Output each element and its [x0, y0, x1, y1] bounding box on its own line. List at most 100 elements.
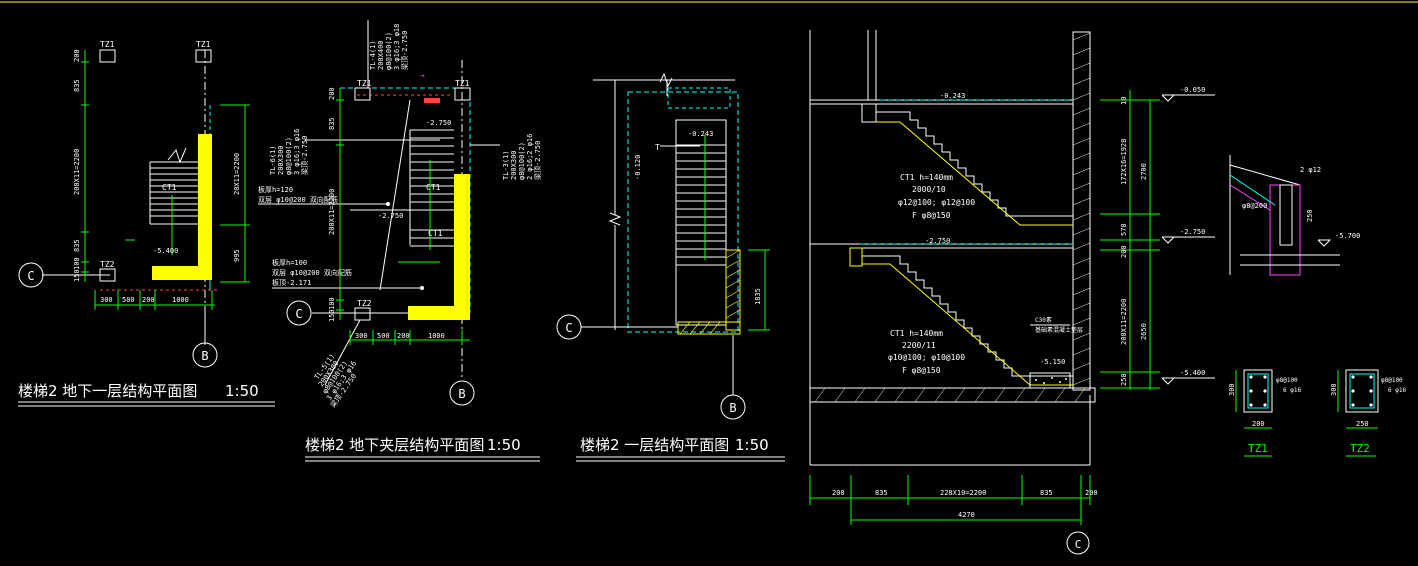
detail-beam: [1269, 184, 1301, 276]
dim-left-1: 835: [73, 79, 81, 92]
beam-right-4: 梁顶-2.750: [533, 141, 542, 180]
upper-flight-0: CT1 h=140mm: [900, 173, 953, 182]
tz1-dim-1: 300: [1228, 383, 1236, 396]
svg-text:→: →: [420, 71, 425, 80]
note-1: 基础素混凝土垫层: [1035, 326, 1083, 334]
upper-flight-2: φ12@100; φ12@100: [898, 198, 975, 207]
beam-top-1: 200X400: [377, 40, 385, 70]
dim-left-5: 150: [73, 269, 81, 282]
detail-label-2: 250: [1306, 209, 1314, 222]
sec-dim-0: 10: [1120, 97, 1128, 105]
lower-flight-1: 2200/11: [902, 341, 936, 350]
slab-a-0: 板厚h=120: [258, 185, 293, 194]
detail-label-1: φ8@200: [1242, 202, 1267, 210]
stair-wall: [198, 134, 212, 280]
label-level-1: -0.120: [634, 155, 642, 180]
beam-right-0: TL-3(1): [502, 150, 510, 180]
dim-bottom-2: 200: [397, 332, 410, 340]
view3-scale: 1:50: [735, 436, 769, 454]
detail-label-0: 2 φ12: [1300, 166, 1321, 174]
sec-dim-7: 250: [1120, 373, 1128, 386]
sec-dim-3: 570: [1120, 223, 1128, 236]
dim-bottom-0: 300: [100, 296, 113, 304]
dim-left-0: 200: [73, 49, 81, 62]
label-stair: CT1: [162, 183, 177, 192]
dim-0: 1835: [754, 288, 762, 305]
label-tz2: TZ2: [357, 299, 372, 308]
sec-bottom-2: 228X10=2200: [940, 489, 986, 497]
column-tz1: [99, 49, 116, 63]
stair-wall: [454, 174, 470, 314]
dim-bottom-3: 1000: [428, 332, 445, 340]
label-tz1-a: TZ1: [357, 79, 372, 88]
dim-bottom-2: 200: [142, 296, 155, 304]
dim-left-2: 200X11=2200: [328, 189, 336, 235]
dim-bottom-3: 1000: [172, 296, 189, 304]
tz1-section: [1243, 369, 1273, 413]
lower-flight-3: F φ8@150: [902, 366, 941, 375]
label-tz1-b: TZ1: [455, 79, 470, 88]
detail-label-3: -5.700: [1335, 232, 1360, 240]
view2-title: 楼梯2 地下夹层结构平面图: [305, 436, 484, 454]
axis-bubble-c: [18, 262, 44, 288]
upper-flight-1: 2000/10: [912, 185, 946, 194]
dim-right-0: 20X11=2200: [233, 153, 241, 195]
dim-bottom-1: 500: [122, 296, 135, 304]
view3-title: 楼梯2 一层结构平面图: [580, 436, 729, 454]
beam-left-4: 梁顶-2.750: [300, 136, 309, 175]
axis-bubble-b: [449, 380, 475, 406]
view1-basement-plan: TZ1 TZ1 TZ2 CT1 -5.400 200 835 200X11=22…: [18, 40, 275, 407]
axis-label-c: C: [565, 321, 572, 335]
tz1-rebar-0: φ8@100: [1276, 377, 1298, 384]
axis-label-c: C: [295, 307, 302, 321]
section-wall: [1072, 31, 1091, 391]
beam-top-0: TL-4(1): [369, 40, 377, 70]
dim-left-1: 835: [328, 117, 336, 130]
sec-dim-4: 200: [1120, 245, 1128, 258]
tz1-dim-0: 200: [1252, 420, 1265, 428]
beam-right-2: φ8@100(2): [518, 142, 526, 180]
dim-left-3: 150: [328, 309, 336, 322]
sec-bottom-3: 835: [1040, 489, 1053, 497]
dim-bottom-0: 300: [355, 332, 368, 340]
view2-mezzanine-plan: TZ1 TZ1 TZ2 CT1 CT1 -2.750 -2.750 → TL-4…: [258, 20, 542, 462]
beam-left-0: TL-6(1): [269, 145, 277, 175]
dim-left-4: 100: [328, 297, 336, 310]
tz2-title: TZ2: [1350, 442, 1370, 455]
axis-bubble-c: [286, 300, 312, 326]
label-tz1-a: TZ1: [100, 40, 115, 49]
sec-dim-5: 200X11=2200: [1120, 299, 1128, 345]
dim-right-1: 995: [233, 249, 241, 262]
dim-left-4: 100: [73, 257, 81, 270]
beam-left-1: 200X300: [277, 145, 285, 175]
beam-top-2: φ8@100(2): [385, 32, 393, 70]
tz2-rebar-0: φ8@100: [1381, 377, 1403, 384]
label-tz1-b: TZ1: [196, 40, 211, 49]
sec-dim-2: 2700: [1140, 163, 1148, 180]
slab-b-0: 板厚h=100: [272, 258, 307, 267]
dim-bottom-1: 500: [377, 332, 390, 340]
sec-dim-1: 172X16=1928: [1120, 139, 1128, 185]
beam-top-4: 梁顶-2.750: [400, 31, 409, 70]
dim-left-3: 835: [73, 239, 81, 252]
axis-label-c: C: [1075, 538, 1082, 551]
slab-b-1: 双层 φ10@200 双向配筋: [272, 268, 352, 277]
level-3: -0.243: [940, 92, 965, 100]
level-5: -5.150: [1040, 358, 1065, 366]
tz2-rebar-1: 6 φ16: [1388, 387, 1406, 394]
beam-left-2: φ8@100(2): [285, 137, 293, 175]
detail-drawings: 2 φ12 φ8@200 250 -5.700 φ8@100 6 φ16 200…: [1228, 155, 1406, 457]
axis-label-b: B: [729, 401, 736, 415]
upper-flight-3: F φ8@150: [912, 211, 951, 220]
view2-scale: 1:50: [487, 436, 521, 454]
view1-scale: 1:50: [225, 382, 259, 400]
tz2-section: [1345, 369, 1379, 413]
level-4: -2.750: [925, 237, 950, 245]
level-0: -0.050: [1180, 86, 1205, 94]
label-tz2: TZ2: [100, 260, 115, 269]
label-level-1: -2.750: [378, 212, 403, 220]
slab-b-2: 板顶-2.171: [272, 278, 311, 287]
lower-flight-2: φ10@100; φ10@100: [888, 353, 965, 362]
sec-dim-6: 2650: [1140, 323, 1148, 340]
slab-a-1: 双层 φ10@200 双向配筋: [258, 195, 338, 204]
